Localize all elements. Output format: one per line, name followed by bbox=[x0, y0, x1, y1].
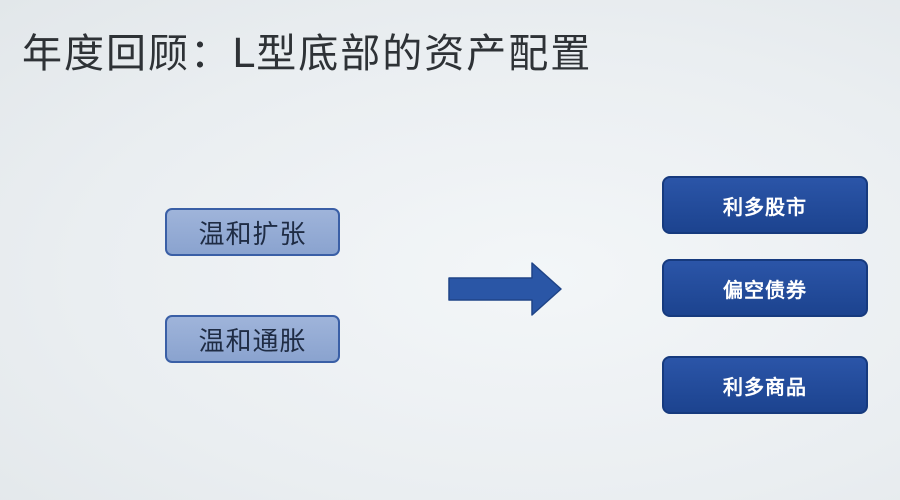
allocation-box-bearish-bonds: 偏空债券 bbox=[662, 259, 868, 317]
condition-box-moderate-expansion: 温和扩张 bbox=[165, 208, 340, 256]
allocation-box-bullish-stocks: 利多股市 bbox=[662, 176, 868, 234]
right-arrow-icon bbox=[448, 262, 562, 316]
page-title: 年度回顾：L型底部的资产配置 bbox=[22, 31, 593, 77]
condition-box-moderate-inflation: 温和通胀 bbox=[165, 315, 340, 363]
allocation-box-bullish-commodities: 利多商品 bbox=[662, 356, 868, 414]
